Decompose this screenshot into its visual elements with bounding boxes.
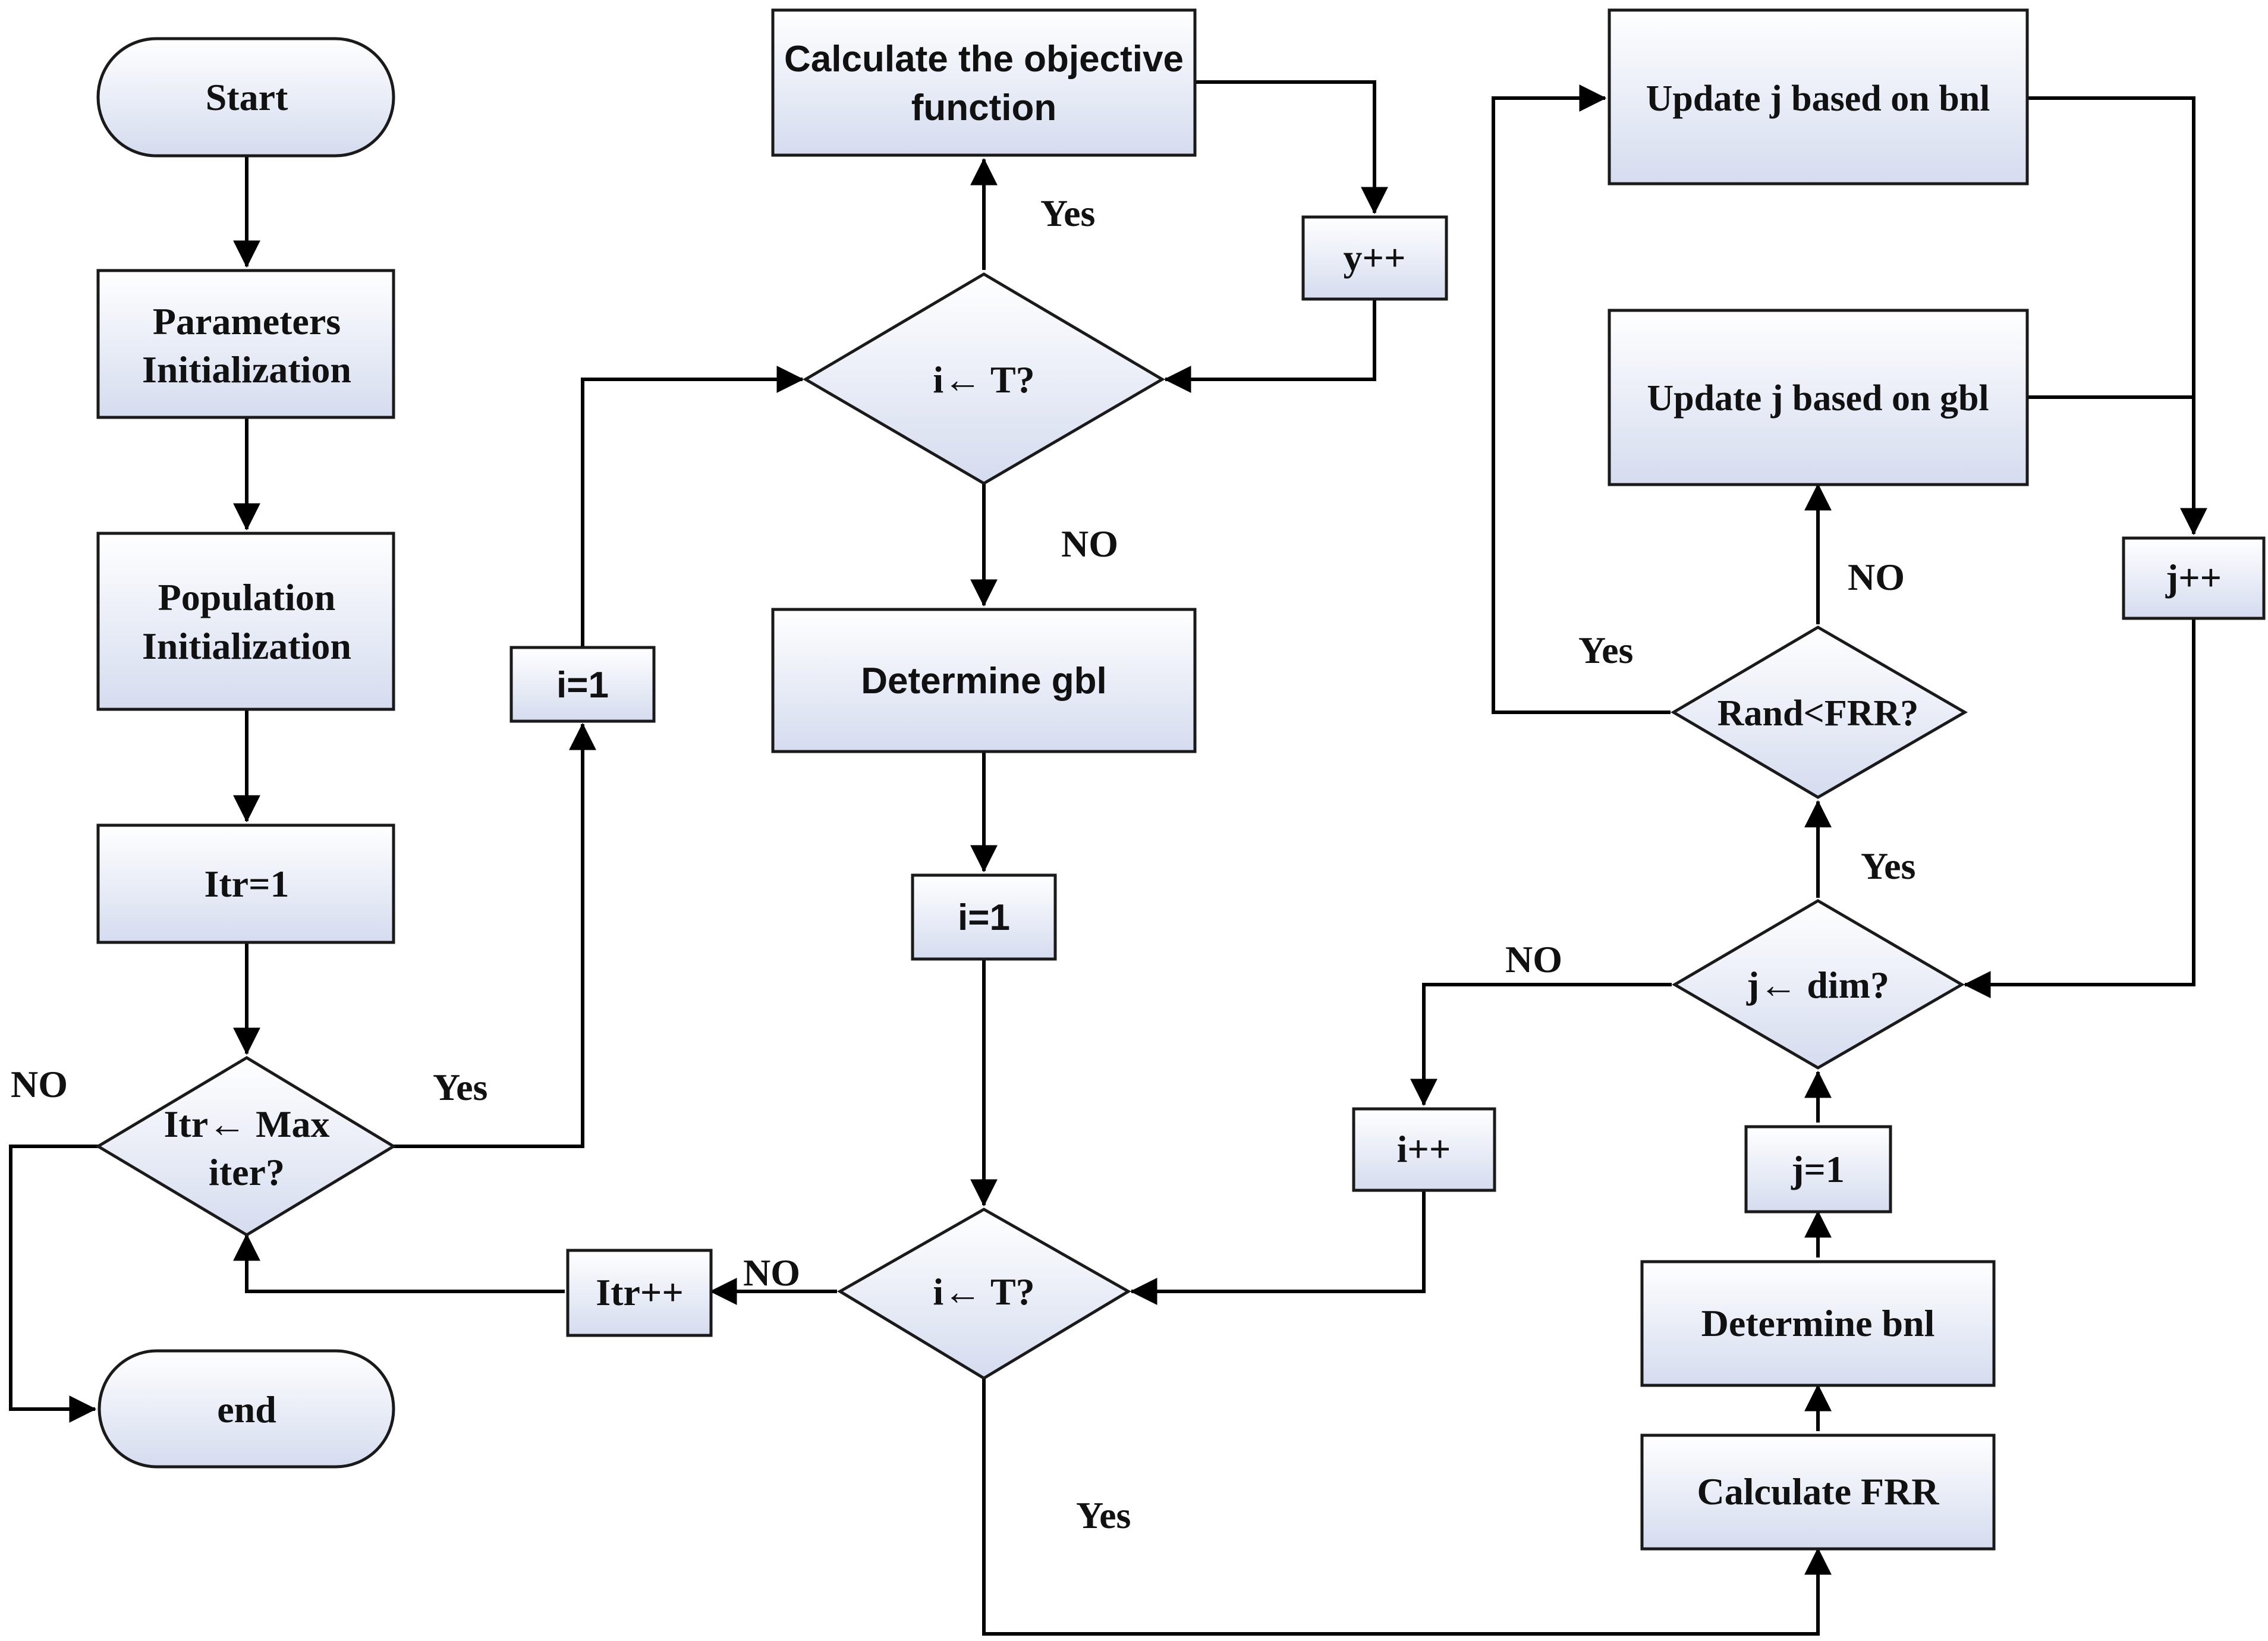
- edge-jinc-to-jdim: [1963, 618, 2195, 998]
- node-pop-init-line1: Population: [158, 576, 336, 618]
- node-j-inc: j++: [2122, 536, 2266, 620]
- node-j-init-label: j=1: [1791, 1148, 1845, 1190]
- edge-itr-cond-yes-to-i1: [394, 722, 596, 1148]
- connectors: [9, 80, 2207, 1636]
- node-det-gbl-label: Determine gbl: [861, 661, 1106, 702]
- node-i-cond-top-label: i← T?: [933, 359, 1034, 401]
- node-itr-inc: Itr++: [566, 1249, 713, 1337]
- node-i-init-mid: i=1: [911, 873, 1057, 961]
- node-params-init-line1: Parameters: [153, 300, 341, 342]
- label-jdim-no: NO: [1505, 938, 1562, 980]
- node-calc-objective-line2: function: [911, 87, 1057, 128]
- node-j-cond: j← dim?: [1672, 899, 1965, 1070]
- node-calc-objective: Calculate the objective function: [771, 8, 1197, 157]
- node-params-init-line2: Initialization: [142, 348, 351, 391]
- node-pop-init-line2: Initialization: [142, 625, 351, 667]
- edge-labels: NO Yes Yes NO NO Yes Yes NO Yes NO: [11, 192, 1915, 1536]
- edge-rand-yes-to-upd-bnl: [1492, 84, 1671, 714]
- node-det-gbl: Determine gbl: [771, 608, 1197, 753]
- edge-jdim-no-to-iinc: [1410, 983, 1672, 1106]
- node-i-cond-top: i← T?: [803, 272, 1165, 485]
- node-rand-cond: Rand<FRR?: [1671, 625, 1968, 799]
- node-j-cond-label: j← dim?: [1746, 964, 1889, 1006]
- node-itr-cond-line1: Itr← Max: [163, 1103, 329, 1145]
- label-top-no: NO: [1061, 523, 1118, 565]
- node-itr-cond-line2: iter?: [209, 1151, 285, 1193]
- node-i-init-left: i=1: [509, 646, 656, 723]
- node-start-label: Start: [206, 76, 288, 118]
- node-calc-frr-label: Calculate FRR: [1697, 1470, 1939, 1513]
- label-itr-no: NO: [11, 1063, 68, 1105]
- node-y-inc-label: y++: [1344, 237, 1406, 279]
- node-pop-init: Population Initialization: [96, 532, 395, 711]
- node-itr-inc-label: Itr++: [596, 1271, 684, 1313]
- node-itr-init: Itr=1: [96, 823, 395, 944]
- node-i-inc-label: i++: [1397, 1128, 1451, 1170]
- node-update-gbl-label: Update j based on gbl: [1647, 378, 1989, 419]
- node-update-bnl: Update j based on bnl: [1608, 8, 2029, 186]
- label-bottom-yes: Yes: [1076, 1494, 1131, 1536]
- node-j-init: j=1: [1744, 1125, 1892, 1214]
- node-params-init: Parameters Initialization: [96, 269, 395, 419]
- node-j-inc-label: j++: [2165, 557, 2222, 599]
- node-i-inc: i++: [1352, 1107, 1496, 1192]
- node-det-bnl-label: Determine bnl: [1701, 1302, 1935, 1344]
- edge-itr-cond-no-to-end: [9, 1145, 98, 1423]
- edge-itrinc-to-itr-cond: [233, 1233, 565, 1293]
- node-update-gbl: Update j based on gbl: [1608, 309, 2029, 486]
- label-top-yes: Yes: [1040, 192, 1095, 234]
- node-itr-cond: Itr← Max iter?: [95, 1056, 397, 1237]
- node-det-bnl: Determine bnl: [1640, 1260, 1996, 1387]
- node-rand-cond-label: Rand<FRR?: [1717, 693, 1919, 734]
- node-end: end: [97, 1349, 395, 1469]
- node-calc-frr: Calculate FRR: [1640, 1433, 1996, 1551]
- label-rand-no: NO: [1848, 556, 1905, 598]
- node-calc-objective-line1: Calculate the objective: [784, 39, 1184, 80]
- label-rand-yes: Yes: [1578, 629, 1633, 671]
- node-start: Start: [96, 37, 395, 158]
- edge-yinc-to-top-cond: [1163, 299, 1376, 393]
- edge-calc-to-yinc: [1195, 80, 1388, 215]
- node-y-inc: y++: [1301, 215, 1448, 301]
- node-itr-init-label: Itr=1: [204, 863, 289, 905]
- node-i-init-mid-label: i=1: [958, 897, 1010, 938]
- edge-bottom-cond-yes-to-frr: [982, 1378, 1832, 1636]
- label-itr-yes: Yes: [433, 1066, 487, 1108]
- node-i-cond-bottom-label: i← T?: [933, 1271, 1034, 1313]
- node-update-bnl-label: Update j based on bnl: [1646, 78, 1990, 119]
- node-end-label: end: [217, 1388, 276, 1431]
- edge-iinc-to-bottom-cond: [1130, 1190, 1426, 1305]
- node-i-cond-bottom: i← T?: [837, 1208, 1131, 1380]
- label-jdim-yes: Yes: [1861, 845, 1915, 887]
- edge-i1-to-top-cond: [581, 366, 804, 647]
- label-bottom-no: NO: [743, 1252, 800, 1294]
- edge-upd-bnl-to-jinc: [2027, 96, 2207, 536]
- node-i-init-left-label: i=1: [556, 665, 609, 706]
